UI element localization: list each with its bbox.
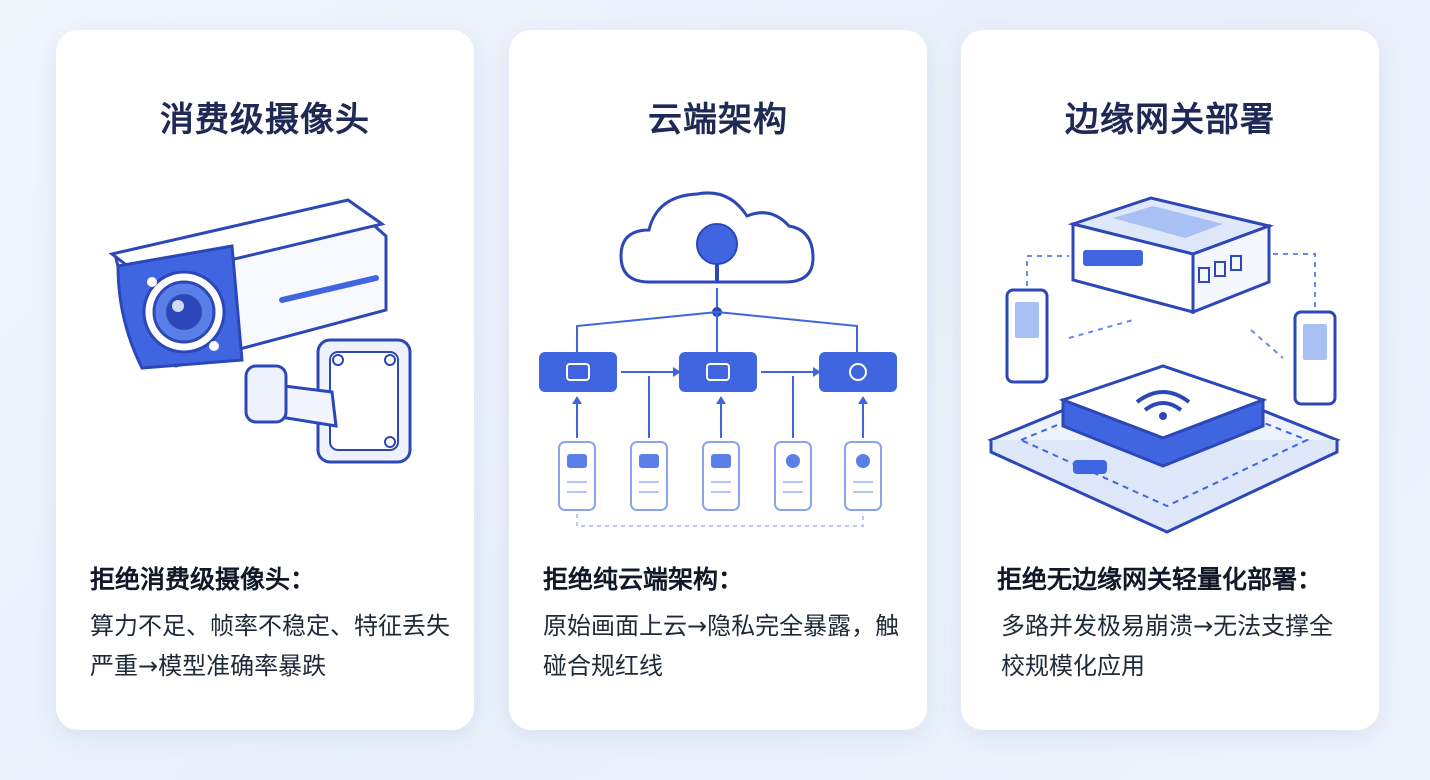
card-body: 算力不足、帧率不稳定、特征丢失严重→模型准确率暴跌	[90, 612, 450, 680]
card-body: 多路并发极易崩溃→无法支撑全校规模化应用	[1001, 612, 1334, 680]
card-title: 消费级摄像头	[160, 100, 370, 140]
card-heading: 拒绝无边缘网关轻量化部署：	[997, 565, 1323, 594]
card-body: 原始画面上云→隐私完全暴露，触碰合规红线	[543, 612, 900, 680]
card-title: 边缘网关部署	[1065, 100, 1275, 140]
card-heading: 拒绝纯云端架构：	[543, 565, 744, 594]
security-camera-icon	[108, 198, 412, 464]
card-edge-gateway: 边缘网关部署 拒	[961, 30, 1379, 730]
card-heading: 拒绝消费级摄像头：	[90, 565, 316, 594]
edge-gateway-icon	[987, 196, 1341, 534]
card-title: 云端架构	[648, 100, 788, 140]
cloud-network-icon	[539, 191, 897, 527]
card-consumer-camera: 消费级摄像头 拒绝消费级摄像头： 算力不足、帧率不稳定、特征丢失严重→模型准确率…	[56, 30, 474, 730]
card-cloud-architecture: 云端架构	[509, 30, 927, 730]
